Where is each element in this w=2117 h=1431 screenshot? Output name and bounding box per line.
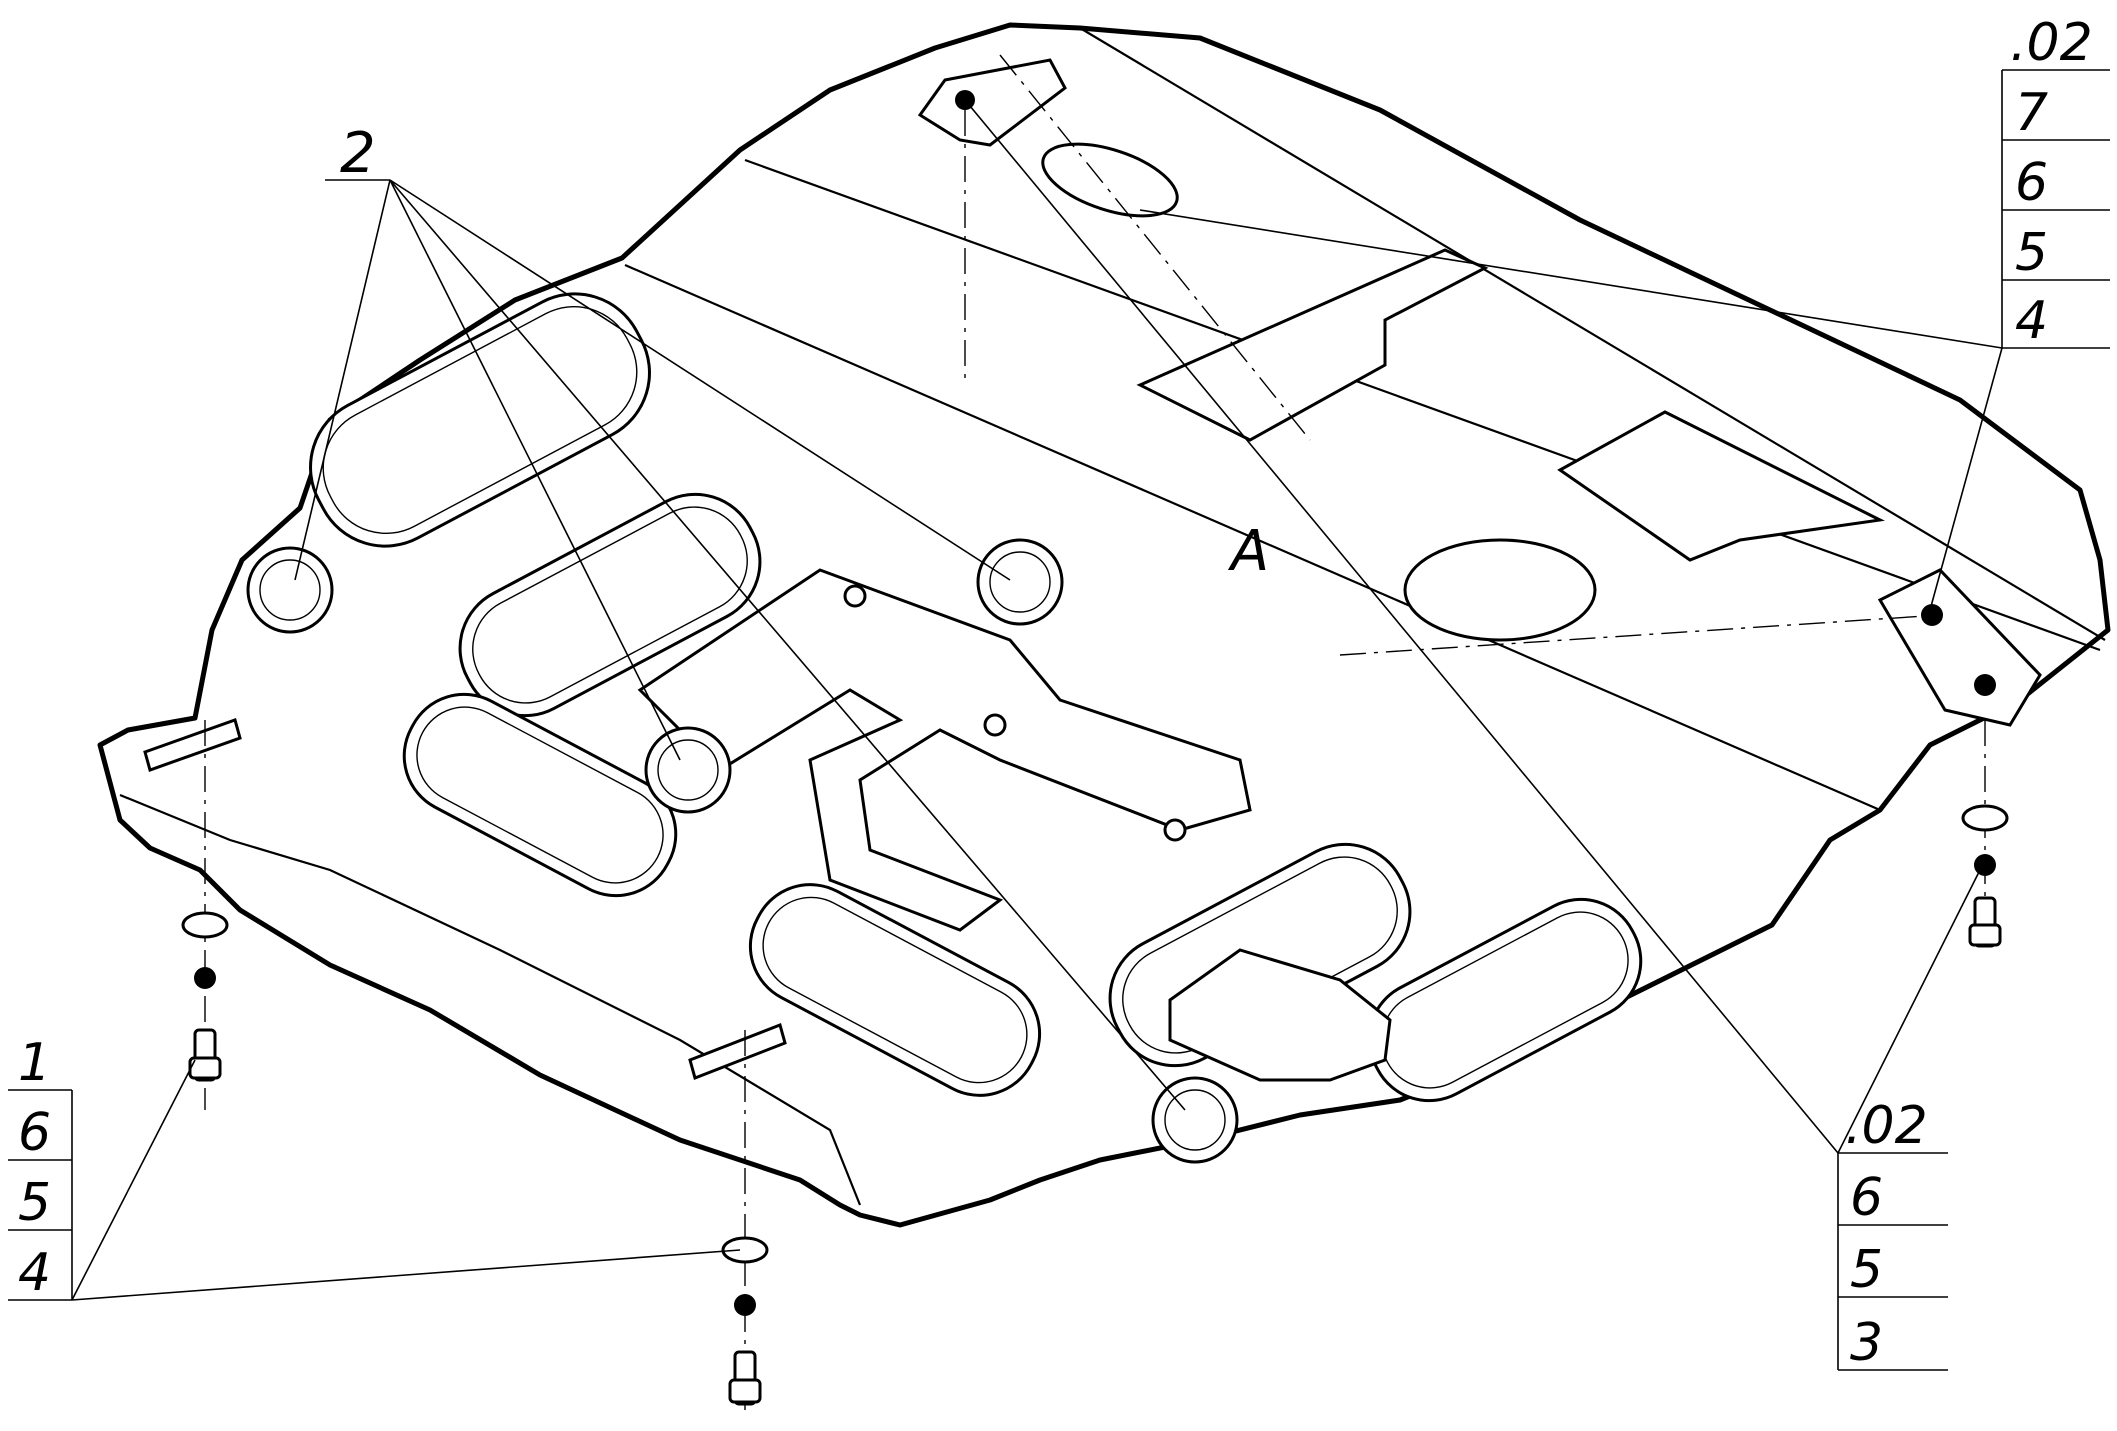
fastener-stack-right bbox=[1961, 804, 2009, 948]
mounting-bosses bbox=[246, 538, 1239, 1164]
small-hole bbox=[983, 713, 1007, 737]
right-bracket bbox=[1877, 568, 2042, 727]
callout-br-2: 5 bbox=[1850, 1240, 1883, 1300]
front-fold-edge bbox=[119, 793, 862, 1206]
callout-tr-3: 5 bbox=[2015, 223, 2048, 283]
callout-bl-2: 5 bbox=[18, 1173, 51, 1233]
small-hole bbox=[843, 584, 867, 608]
callout-bottom-left: 1 6 5 4 bbox=[8, 1033, 73, 1303]
round-access-hole bbox=[1403, 538, 1597, 642]
callout-bottom-right: .02 6 5 3 bbox=[1837, 1096, 1948, 1373]
callout-item2: 2 bbox=[340, 121, 376, 186]
callout-tr-2: 6 bbox=[2015, 153, 2048, 213]
upper-opening-1 bbox=[1136, 248, 1489, 442]
callout-tr-1: 7 bbox=[2015, 83, 2048, 143]
bend-line-2 bbox=[624, 263, 1881, 812]
drain-recess bbox=[1168, 948, 1392, 1082]
callout-top-right: .02 7 6 5 4 bbox=[2001, 13, 2110, 351]
callout-item2-text: 2 bbox=[340, 121, 376, 186]
upper-slot bbox=[1041, 142, 1179, 218]
fastener-stack-left bbox=[181, 911, 229, 1082]
rear-bracket bbox=[917, 58, 1067, 147]
callout-br-3: 3 bbox=[1850, 1313, 1883, 1373]
right-bracket-nut bbox=[1921, 604, 1943, 626]
leader-lines bbox=[71, 99, 2003, 1301]
center-rib bbox=[637, 568, 1252, 932]
callout-br-1: 6 bbox=[1850, 1168, 1883, 1228]
marking-label: A bbox=[1228, 519, 1269, 584]
callout-tr-4: 4 bbox=[2015, 291, 2048, 351]
fastener-stack-center bbox=[721, 1236, 769, 1406]
upper-opening-2 bbox=[1557, 410, 1885, 562]
callout-bl-1: 6 bbox=[18, 1103, 51, 1163]
callout-tr-0: .02 bbox=[2010, 13, 2093, 73]
small-hole bbox=[1163, 818, 1187, 842]
callout-br-0: .02 bbox=[1845, 1096, 1928, 1156]
front-clip-center bbox=[688, 1023, 787, 1080]
right-bracket-hole bbox=[1974, 674, 1996, 696]
callout-bl-0: 1 bbox=[18, 1033, 51, 1093]
bend-line-3 bbox=[1079, 27, 2106, 641]
callout-bl-3: 4 bbox=[18, 1243, 51, 1303]
bend-line-1 bbox=[744, 158, 2101, 652]
